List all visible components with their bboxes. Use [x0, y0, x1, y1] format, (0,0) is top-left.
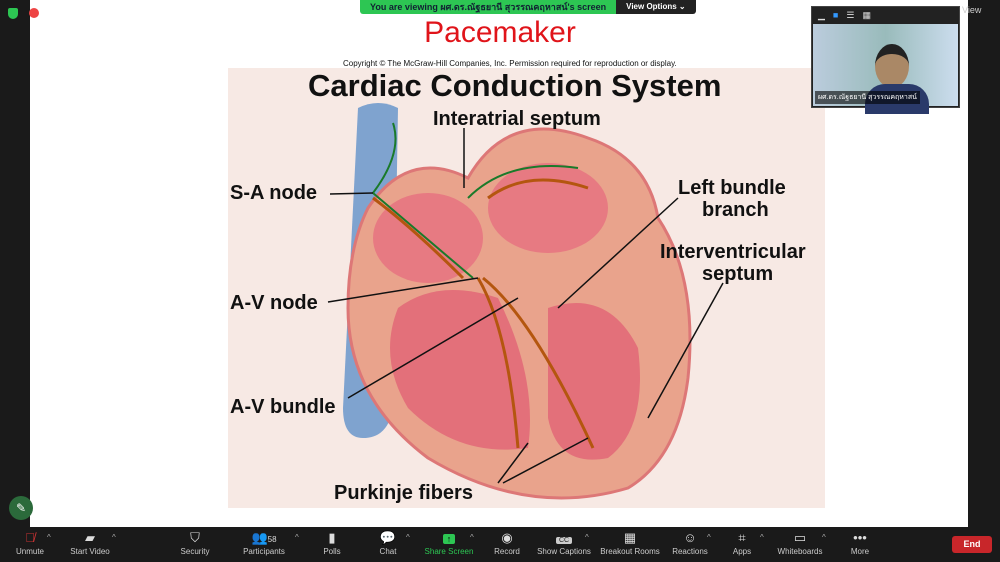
grid-view-icon[interactable]: ▦ [862, 9, 871, 20]
shield-icon: ⛉ [190, 530, 200, 545]
apps-button[interactable]: ⌗Apps [702, 529, 782, 556]
copyright-text: Copyright © The McGraw-Hill Companies, I… [343, 59, 677, 68]
annotate-pen-icon[interactable]: ✎ [9, 496, 33, 520]
reactions-button[interactable]: ☺Reactions [650, 529, 730, 556]
video-options-caret[interactable]: ^ [112, 533, 116, 542]
view-options-button[interactable]: View Options ⌄ [616, 0, 696, 14]
single-view-icon[interactable]: ■ [832, 10, 839, 20]
breakout-rooms-button[interactable]: ▦Breakout Rooms [590, 529, 670, 556]
video-panel[interactable]: ▁ ■ ☰ ▦ ผศ.ดร.ณัฐธยานี สุวรรณคฤหาสน์ [811, 6, 960, 114]
participant-face [875, 44, 909, 88]
end-meeting-button[interactable]: End [952, 536, 992, 553]
record-button[interactable]: ◉Record [467, 529, 547, 556]
minimize-icon[interactable]: ▁ [818, 9, 825, 20]
captions-caret[interactable]: ^ [585, 533, 589, 542]
label-interatrial-septum: Interatrial septum [433, 108, 601, 130]
strip-view-icon[interactable]: ☰ [846, 9, 855, 20]
label-purkinje-fibers: Purkinje fibers [334, 482, 473, 504]
apps-caret[interactable]: ^ [760, 533, 764, 542]
audio-options-caret[interactable]: ^ [47, 533, 51, 542]
chat-icon: 💬 [379, 530, 397, 545]
cardiac-diagram: Cardiac Conduction System Interatrial se… [228, 68, 825, 508]
view-button[interactable]: View [962, 5, 982, 15]
recording-indicator-icon [29, 8, 39, 18]
share-screen-button[interactable]: ↑Share Screen [409, 529, 489, 556]
share-caret[interactable]: ^ [470, 533, 474, 542]
reactions-icon: ☺ [683, 530, 697, 545]
whiteboards-button[interactable]: ▭Whiteboards [760, 529, 840, 556]
participants-caret[interactable]: ^ [295, 533, 299, 542]
label-branch: branch [702, 199, 769, 221]
participants-icon: 👥58 [251, 530, 277, 545]
apps-icon: ⌗ [738, 530, 746, 545]
participant-name: ผศ.ดร.ณัฐธยานี สุวรรณคฤหาสน์ [815, 91, 920, 104]
viewing-banner: You are viewing ผศ.ดร.ณัฐธยานี สุวรรณคฤห… [360, 0, 696, 14]
whiteboard-icon: ▭ [793, 530, 807, 545]
label-av-node: A-V node [230, 292, 318, 314]
label-left-bundle: Left bundle [678, 177, 786, 199]
security-button[interactable]: ⛉Security [155, 529, 235, 556]
breakout-rooms-icon: ▦ [623, 530, 637, 545]
reactions-caret[interactable]: ^ [707, 533, 711, 542]
muted-mic-icon: 🎙̸ [25, 530, 35, 545]
polls-icon: ▮ [328, 530, 336, 545]
label-interventricular: Interventricular [660, 241, 806, 263]
start-video-button[interactable]: ▰Start Video [50, 529, 130, 556]
viewing-message: You are viewing ผศ.ดร.ณัฐธยานี สุวรรณคฤห… [360, 0, 617, 14]
slide-title: Pacemaker [424, 16, 576, 49]
chat-button[interactable]: 💬Chat [348, 529, 428, 556]
more-button[interactable]: •••More [820, 529, 900, 556]
label-septum: septum [702, 263, 774, 285]
polls-button[interactable]: ▮Polls [292, 529, 372, 556]
heart-illustration [327, 103, 724, 500]
unmute-button[interactable]: 🎙̸Unmute [0, 529, 70, 556]
label-av-bundle: A-V bundle [230, 396, 336, 418]
participant-video: ผศ.ดร.ณัฐธยานี สุวรรณคฤหาสน์ [813, 24, 958, 114]
video-off-icon: ▰ [85, 530, 95, 545]
whiteboards-caret[interactable]: ^ [822, 533, 826, 542]
record-icon: ◉ [501, 530, 513, 545]
captions-icon: CC [524, 529, 604, 547]
figure-title: Cardiac Conduction System [308, 68, 722, 103]
video-panel-controls: ▁ ■ ☰ ▦ [812, 7, 959, 23]
label-sa-node: S-A node [230, 182, 318, 204]
share-screen-icon: ↑ [409, 529, 489, 547]
security-shield-icon[interactable] [8, 8, 18, 19]
chat-caret[interactable]: ^ [406, 533, 410, 542]
more-icon: ••• [853, 530, 867, 545]
